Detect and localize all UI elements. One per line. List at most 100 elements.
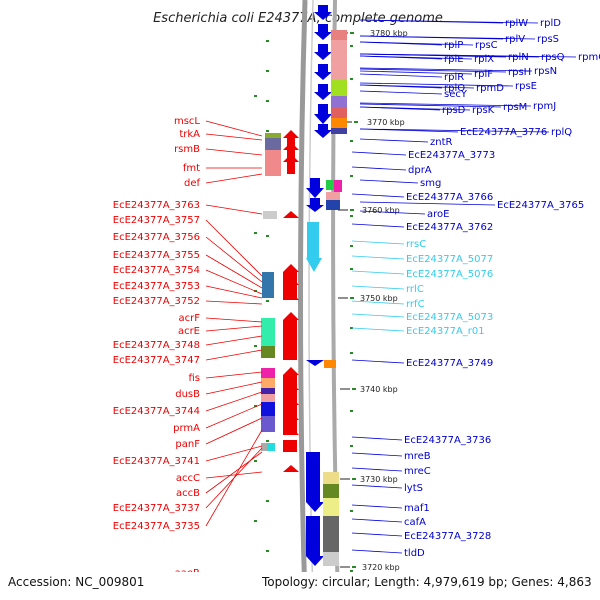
tick-label: 3750 kbp [360,294,398,303]
leader-line [359,73,443,78]
leader-line [205,120,263,137]
gene-label-left: EcE24377A_3757 [113,215,200,226]
genome-summary-text: Topology: circular; Length: 4,979,619 bp… [261,575,592,589]
gene-label-right: EcE24377A_3749 [406,358,493,369]
gene-label-right: EcE24377A_3728 [404,531,491,542]
leader-line [205,236,263,283]
reverse-gene-arrows-top [314,5,332,138]
gene-label-right: rplR [444,72,464,83]
gene-label-left: prmA [173,423,200,434]
leader-line [205,300,263,305]
gene-label-left: EcE24377A_3748 [113,340,200,351]
gene-label-left: EcE24377A_3747 [113,355,200,366]
gene-label-right: rpsH [508,67,531,78]
genome-title: Escherichia coli E24377A, complete genom… [153,11,443,26]
leader-line [359,68,507,73]
gene-label-right: rplQ [551,127,572,138]
gene-label-left: accC [176,473,200,484]
gene-label-right: tldD [404,548,425,559]
gene-label-right: cafA [404,517,426,528]
leader-line [359,35,536,40]
gene-label-right: mreB [404,451,431,462]
gene-label-right: rpsQ [541,52,565,63]
gene-label-left: trkA [179,129,200,140]
tick-dot [352,478,356,480]
leader-line [351,359,405,364]
gene-label-right: rpsD [442,105,466,116]
gene-label-right: EcE24377A_3766 [406,192,493,203]
gene-label-left: EcE24377A_3755 [113,250,200,261]
gene-label-right: rpmD [476,83,504,94]
gene-label-right: rpsS [537,34,559,45]
gene-label-right: EcE24377A_3765 [497,200,584,211]
leader-line [205,349,263,361]
gene-label-left: rsmB [174,144,200,155]
leader-line [359,106,471,111]
leader-line [359,84,475,89]
leader-line [359,103,502,108]
gene-label-right: EcE24377A_3762 [406,222,493,233]
tick-label: 3720 kbp [362,563,400,572]
leader-line [359,55,473,60]
leader-line [359,82,514,87]
gene-label-left: EcE24377A_3763 [113,200,200,211]
leader-line [205,417,263,445]
leader-line [205,269,263,295]
leader-line [205,254,263,289]
leader-line [351,327,405,332]
gene-label-right: rrfC [406,299,425,310]
gene-label-left: EcE24377A_3754 [113,265,200,276]
gene-label-left: EcE24377A_3753 [113,281,200,292]
leader-line [351,255,405,260]
gene-label-left: accB [176,488,200,499]
tick-label: 3740 kbp [360,385,398,394]
leader-line [205,403,263,429]
leader-line [351,300,405,305]
gene-label-right: mreC [404,466,431,477]
gene-label-left: EcE24377A_3735 [113,521,200,532]
gene-label-right: secY [444,89,468,100]
tick-dot [350,209,354,211]
leader-line [205,451,263,494]
leader-line [351,193,405,198]
leader-line [359,70,473,75]
gene-label-left: panF [175,439,200,450]
leader-line [351,436,403,441]
gene-label-right: rpsM [503,102,527,113]
gene-label-right: dprA [408,165,432,176]
tick-dot [350,32,354,34]
gene-label-right: zntR [430,137,453,148]
gene-label-right: rplF [474,69,493,80]
tick-label: 3770 kbp [367,118,405,127]
leader-line [205,204,263,215]
gene-label-right: rplD [540,18,561,29]
tick-dot [352,388,356,390]
gene-label-right: EcE24377A_3773 [408,150,495,161]
gene-label-right: rpmC [578,52,600,63]
leader-line [351,313,405,318]
gene-label-right: rrsC [406,239,426,250]
leader-line [205,133,263,141]
gene-label-right: EcE24377A_3776 [460,127,547,138]
gene-label-right: smg [420,178,441,189]
leader-line [351,504,403,509]
tick-dot [354,121,358,123]
gene-label-right: rpsN [534,66,557,77]
leader-line [205,471,263,479]
leader-line [351,166,407,171]
leader-line [351,467,403,472]
gene-label-left: EcE24377A_3752 [113,296,200,307]
gene-label-right: EcE24377A_3736 [404,435,491,446]
tick-label: 3730 kbp [360,475,398,484]
leader-line [351,151,407,156]
gene-label-left: EcE24377A_3741 [113,456,200,467]
leader-line [351,518,403,523]
gene-label-left: def [184,178,201,189]
accession-text: Accession: NC_009801 [8,575,144,589]
leader-line [359,210,426,215]
gene-label-right: maf1 [404,503,430,514]
gene-label-left: acrF [179,313,201,324]
